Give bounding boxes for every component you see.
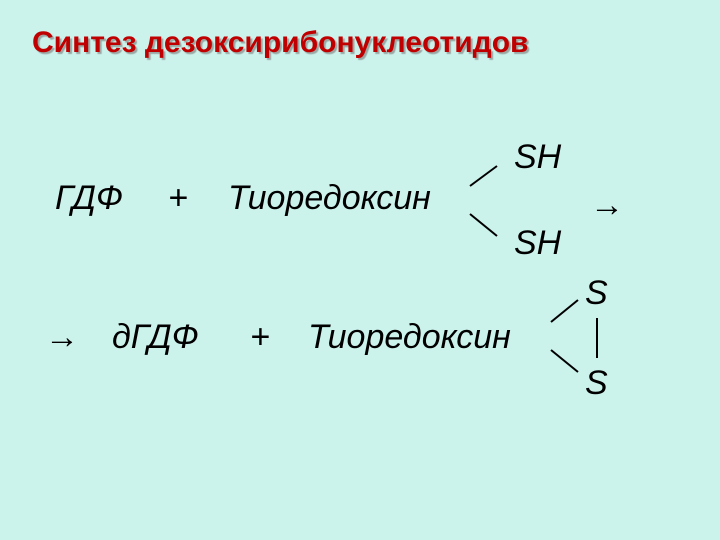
bond-line-sh-bottom xyxy=(469,213,498,237)
thioredoxin-reduced: Тиоредоксин xyxy=(228,179,431,217)
bond-line-s-top xyxy=(550,299,579,323)
reaction-arrow-icon: → xyxy=(590,186,624,224)
bond-line-sh-top xyxy=(469,165,498,187)
reaction-arrow-icon-2: → xyxy=(45,318,79,356)
sulfur-top: S xyxy=(585,274,608,312)
reactant-gdp: ГДФ xyxy=(55,179,123,217)
sh-group-top: SH xyxy=(514,138,562,176)
bond-line-s-bottom xyxy=(550,349,579,373)
plus-sign-1: + xyxy=(168,179,188,217)
product-dgdp: дГДФ xyxy=(112,318,199,356)
slide-title: Синтез дезоксирибонуклеотидов xyxy=(32,26,529,59)
sh-group-bottom: SH xyxy=(514,224,562,262)
thioredoxin-oxidized: Тиоредоксин xyxy=(308,318,511,356)
plus-sign-2: + xyxy=(250,318,270,356)
sulfur-bottom: S xyxy=(585,364,608,402)
